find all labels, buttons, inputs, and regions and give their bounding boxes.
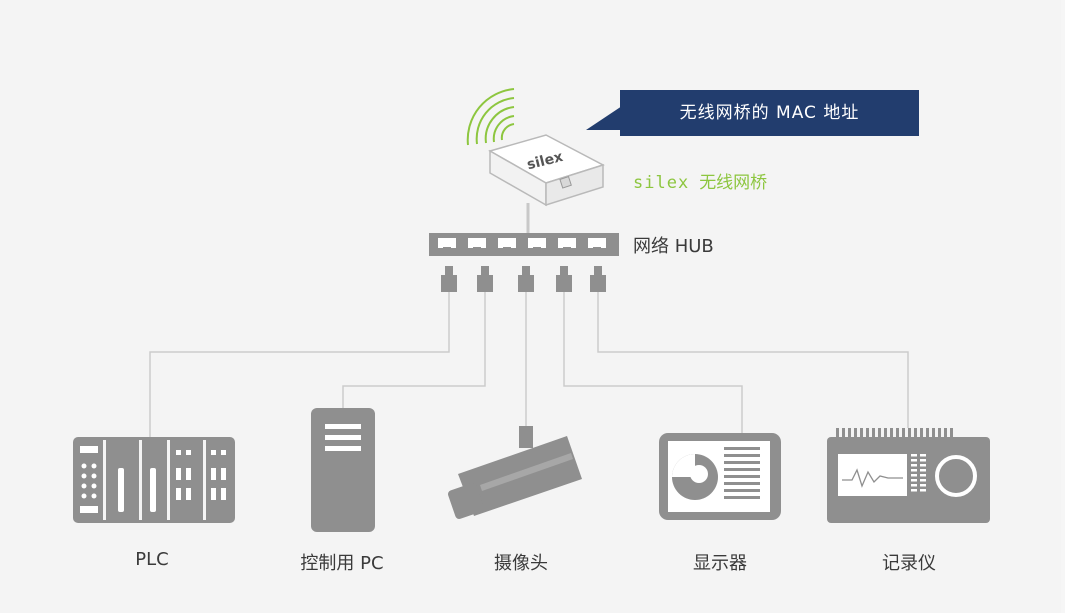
camera-icon	[448, 426, 582, 519]
device-label-recorder: 记录仪	[882, 553, 936, 574]
recorder-icon	[827, 428, 990, 523]
mac-address-callout: 无线网桥的 MAC 地址	[620, 90, 919, 136]
cable-plugs	[441, 266, 606, 292]
pc-tower-icon	[311, 408, 375, 532]
callout-pointer	[586, 106, 622, 130]
device-label-plc: PLC	[135, 549, 169, 570]
plug-1	[441, 266, 457, 292]
plc-icon	[73, 437, 235, 523]
network-hub-icon	[429, 233, 619, 256]
bridge-caption-brand: silex	[633, 173, 690, 193]
hub-label: 网络 HUB	[633, 236, 714, 257]
tablet-display-icon	[659, 433, 781, 520]
wifi-signal-icon	[466, 88, 515, 146]
device-label-camera: 摄像头	[494, 553, 548, 574]
bridge-caption-text: 无线网桥	[699, 173, 768, 193]
plug-5	[590, 266, 606, 292]
bridge-caption: silex 无线网桥	[633, 168, 767, 193]
plug-4	[556, 266, 572, 292]
device-label-display: 显示器	[693, 553, 747, 574]
wireless-bridge-icon: silex	[488, 134, 605, 207]
plug-2	[477, 266, 493, 292]
device-label-pc: 控制用 PC	[300, 553, 384, 574]
plug-3	[518, 266, 534, 292]
connection-lines	[149, 292, 909, 437]
